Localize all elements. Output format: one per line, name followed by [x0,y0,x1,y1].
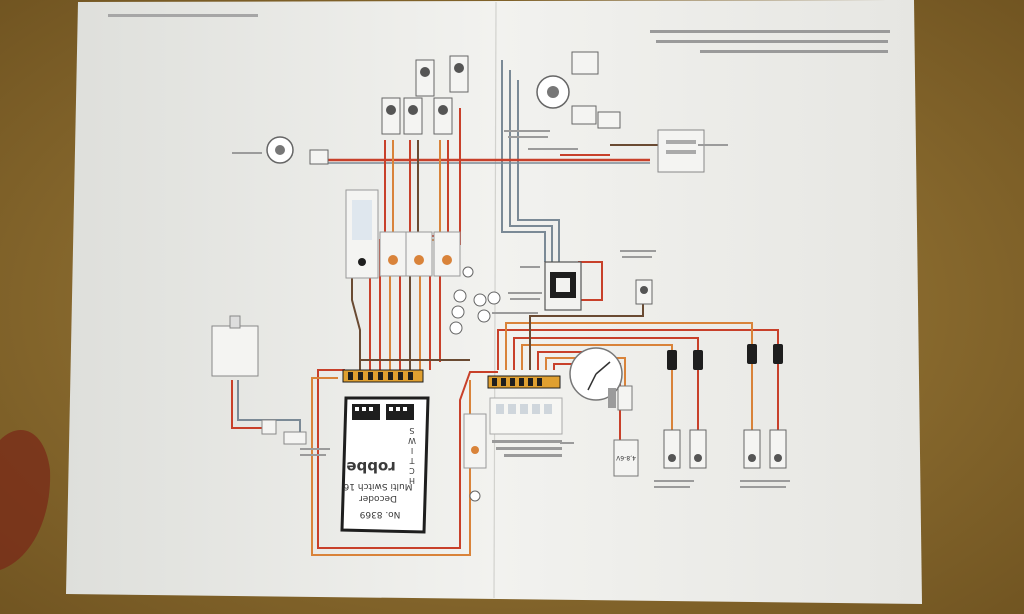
gauge-icon [569,347,623,401]
battery-pack: 4,8-6V [613,439,639,477]
motor-icon [266,136,294,164]
servo-icon [663,429,681,469]
plug-icon [283,431,307,445]
led-icon [449,266,501,335]
switch-letter: T [409,456,415,465]
servo-icon [415,59,435,97]
switch-module [405,231,433,277]
switch-letters: S W I T C H [408,426,416,485]
plug-icon [261,419,277,435]
plug-icon [211,315,259,377]
decoder-brand: robbe [346,458,395,476]
motor-icon [571,51,599,75]
switch-module [379,231,407,277]
receiver-module [489,397,563,457]
decoder-name-line1: Multi Switch 16 [343,481,412,491]
table-stain [0,430,51,570]
servo-icon [769,429,787,469]
light-module [345,189,379,279]
decoder-pin-header-left [352,404,380,420]
switch-icon [309,149,329,165]
servo-icon [743,429,761,469]
fine-print-labels [232,130,790,488]
switch-letter: S [409,426,414,435]
header-text-left [108,14,258,17]
battery-label: 4,8-6V [615,454,636,461]
servo-icon [449,55,469,93]
decoder-part-no: No. 8369 [359,509,400,519]
sound-module [657,129,705,173]
decoder-pin-header-right [386,404,414,420]
header-text-right [650,30,890,53]
plug-icon [667,344,783,370]
servo-icon [689,429,707,469]
motor-icon [597,111,621,129]
led-module [463,413,487,502]
decoder-name-line2: Decoder [359,493,397,503]
switch-letter: H [409,476,415,485]
switch-module [433,231,461,277]
switch-letter: W [408,436,416,445]
servo-icon [403,97,423,135]
motor-icon [571,105,597,125]
servo-icon [635,279,653,305]
servo-icon [381,97,401,135]
speed-controller [544,261,582,311]
switch-letter: I [411,446,413,455]
servo-icon [433,97,453,135]
relay [617,385,633,411]
connector-block-icon [487,375,561,389]
decoder-module: robbe Multi Switch 16 Decoder No. 8369 S… [340,396,430,534]
switch-letter: C [409,466,415,475]
connector-block-icon [342,369,424,383]
motor-icon [536,75,570,109]
